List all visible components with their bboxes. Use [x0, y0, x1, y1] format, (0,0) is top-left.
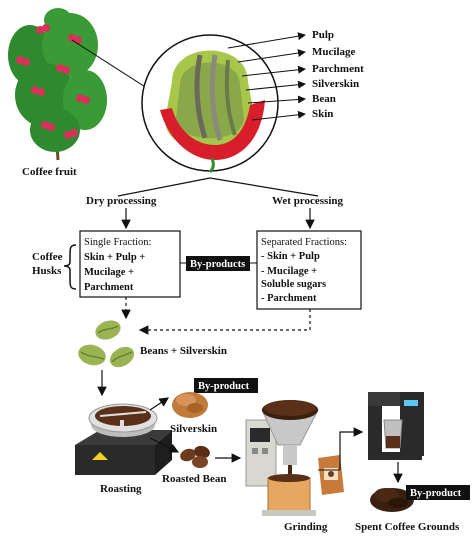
roaster-illustration	[75, 403, 172, 475]
arrow-grinder-to-coffee-machine	[339, 427, 364, 470]
fruit-cross-section	[141, 34, 279, 174]
single-fraction-line-3: Parchment	[84, 282, 134, 293]
single-fraction-line-2: Mucilage +	[84, 267, 134, 278]
layer-label-pulp: Pulp	[312, 29, 334, 41]
dry-processing-label: Dry processing	[86, 195, 157, 207]
wet-processing-label: Wet processing	[272, 195, 343, 207]
layer-label-parchment: Parchment	[312, 63, 364, 75]
silverskin-pile-illustration	[172, 392, 208, 418]
separated-fractions-box: Separated Fractions: - Skin + Pulp - Muc…	[256, 230, 362, 310]
roasting-label: Roasting	[100, 483, 142, 495]
coffee-plant-illustration	[8, 8, 107, 161]
arrow-roasting-to-silverskin	[149, 397, 169, 411]
roasted-bean-label: Roasted Bean	[162, 473, 226, 485]
single-fraction-title: Single Fraction:	[84, 237, 151, 248]
layer-label-bean: Bean	[312, 93, 336, 105]
separated-line-4: - Parchment	[261, 293, 317, 304]
parchment-stripe	[194, 54, 208, 139]
separated-fractions-title: Separated Fractions:	[261, 237, 347, 248]
skin-layer	[160, 100, 265, 160]
coffee-husks-label-line-1: Coffee	[32, 251, 63, 263]
separated-line-3: Soluble sugars	[261, 279, 326, 290]
silverskin-stripe	[209, 54, 223, 141]
spent-coffee-grounds-label: Spent Coffee Grounds	[355, 521, 460, 533]
separated-line-1: - Skin + Pulp	[261, 251, 320, 262]
beans-silverskin-label: Beans + Silverskin	[140, 345, 227, 357]
single-fraction-line-1: Skin + Pulp +	[84, 252, 145, 263]
plant-to-fruit-connector	[71, 39, 151, 91]
separated-line-2: - Mucilage +	[261, 266, 317, 277]
svg-text:By-products: By-products	[190, 259, 245, 270]
grinding-label: Grinding	[284, 521, 328, 533]
by-products-tag: By-products	[186, 256, 250, 271]
svg-text:By-product: By-product	[410, 488, 462, 499]
coffee-fruit-label: Coffee fruit	[22, 166, 77, 178]
arrow-roasting-to-roasted-bean	[149, 437, 180, 453]
svg-text:By-product: By-product	[198, 381, 250, 392]
coffee-machine-illustration	[368, 392, 424, 460]
coffee-bag-illustration	[318, 455, 344, 495]
single-fraction-box: Single Fraction: Skin + Pulp + Mucilage …	[79, 230, 181, 298]
green-beans-illustration	[78, 320, 135, 368]
silverskin-byproduct-tag: By-product	[194, 378, 258, 393]
fruit-layer-labels: Pulp Mucilage Parchment Silverskin Bean …	[227, 29, 364, 121]
branch-line-dry	[117, 177, 211, 197]
spent-byproduct-tag: By-product	[406, 485, 470, 500]
layer-label-skin: Skin	[312, 108, 333, 120]
layer-label-silverskin: Silverskin	[312, 78, 359, 90]
dashed-arrow-wet-to-beans	[138, 309, 311, 335]
layer-label-mucilage: Mucilage	[312, 46, 355, 58]
spent-grounds-pile-illustration	[370, 488, 414, 512]
silverskin-label: Silverskin	[170, 423, 217, 435]
coffee-husks-label-line-2: Husks	[32, 265, 62, 277]
husks-brace	[63, 244, 77, 290]
grinder-illustration	[245, 400, 319, 516]
bean-stripe	[224, 59, 237, 136]
branch-line-wet	[209, 177, 319, 197]
roasted-beans-illustration	[180, 445, 210, 468]
